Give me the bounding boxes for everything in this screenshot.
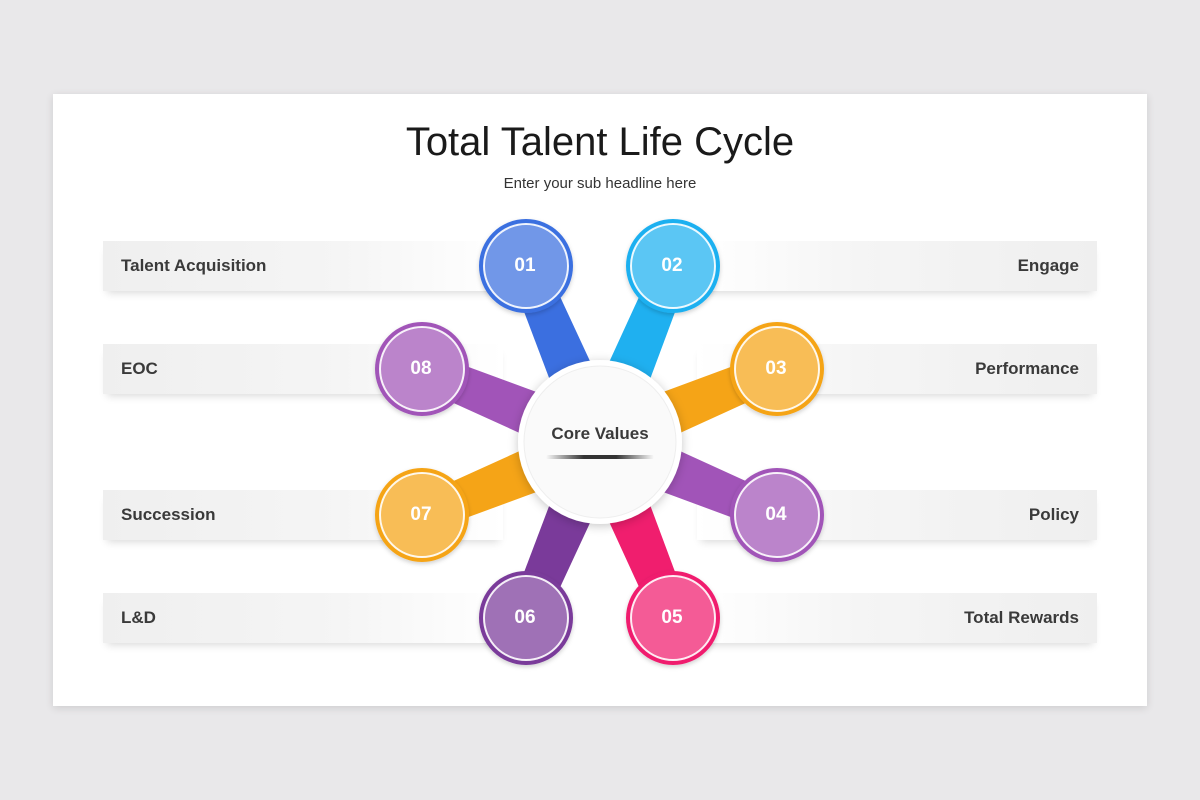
label-policy: Policy xyxy=(1028,505,1079,524)
node-number-08: 08 xyxy=(410,358,432,379)
petal-node-ring-05 xyxy=(630,575,716,661)
petal-node-01 xyxy=(479,219,573,313)
slide-subtitle: Enter your sub headline here xyxy=(503,175,697,192)
label-bar-talent-acquisition: Talent Acquisition xyxy=(103,241,503,291)
slide-title: Total Talent Life Cycle xyxy=(405,120,795,164)
node-number-04: 04 xyxy=(765,504,787,525)
petal-node-ring-04 xyxy=(734,472,820,558)
label-bar-l-and-d: L&D xyxy=(103,593,503,643)
label-bar-engage: Engage xyxy=(697,241,1097,291)
center-label: Core Values xyxy=(551,424,649,443)
petal-node-ring-06 xyxy=(483,575,569,661)
label-eoc: EOC xyxy=(121,359,158,378)
center-hub-inner xyxy=(523,365,677,519)
node-number-06: 06 xyxy=(514,607,536,628)
petal-node-ring-01 xyxy=(483,223,569,309)
label-l-and-d: L&D xyxy=(121,608,156,627)
petal-node-ring-02 xyxy=(630,223,716,309)
petal-node-06 xyxy=(479,571,573,665)
petal-node-07 xyxy=(375,468,469,562)
petal-node-ring-08 xyxy=(379,326,465,412)
petal-node-04 xyxy=(730,468,824,562)
label-talent-acquisition: Talent Acquisition xyxy=(121,256,267,275)
node-number-07: 07 xyxy=(410,504,432,525)
label-engage: Engage xyxy=(1017,256,1079,275)
center-underline xyxy=(546,455,654,459)
label-bar-total-rewards: Total Rewards xyxy=(697,593,1097,643)
petal-node-02 xyxy=(626,219,720,313)
petal-node-ring-03 xyxy=(734,326,820,412)
node-number-02: 02 xyxy=(661,255,683,276)
node-number-05: 05 xyxy=(661,607,683,628)
node-number-03: 03 xyxy=(765,358,787,379)
label-succession: Succession xyxy=(121,505,216,524)
node-number-01: 01 xyxy=(514,255,536,276)
petal-node-ring-07 xyxy=(379,472,465,558)
label-total-rewards: Total Rewards xyxy=(964,608,1079,627)
label-performance: Performance xyxy=(975,359,1079,378)
petal-node-05 xyxy=(626,571,720,665)
petal-node-03 xyxy=(730,322,824,416)
petal-node-08 xyxy=(375,322,469,416)
